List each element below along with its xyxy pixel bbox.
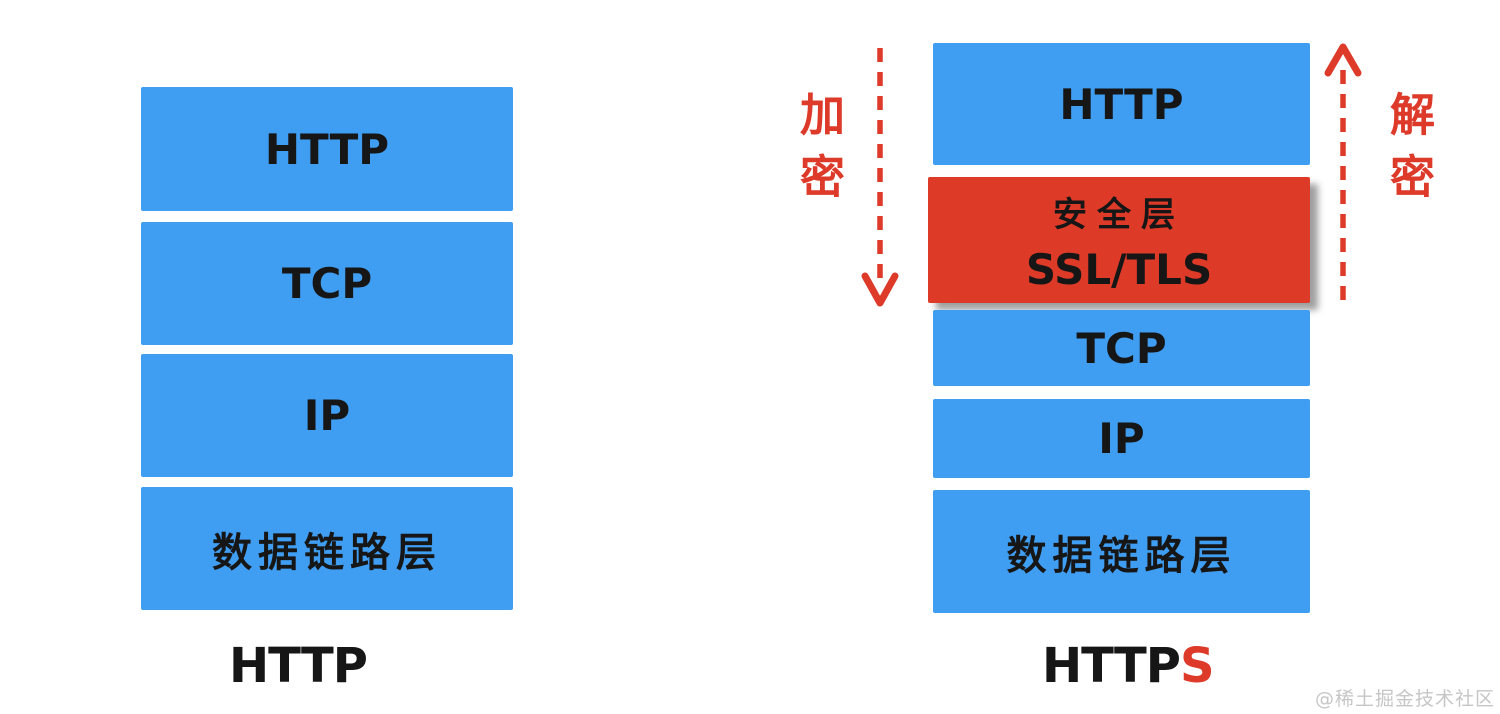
right-layer-tcp: TCP: [933, 310, 1310, 386]
left-stack-title: HTTP: [229, 638, 368, 694]
left-layer-ip: IP: [141, 354, 513, 477]
right-layer-tcp-label: TCP: [1076, 323, 1167, 373]
encrypt-label: 加密: [792, 91, 845, 215]
left-layer-tcp-label: TCP: [281, 259, 373, 308]
decrypt-label: 解密: [1382, 91, 1435, 215]
right-stack-title-s: S: [1179, 638, 1215, 694]
left-layer-datalink-label: 数据链路层: [212, 529, 442, 576]
right-layer-ip: IP: [933, 399, 1310, 478]
left-layer-ip-label: IP: [303, 391, 351, 440]
right-layer-security-ssl-tls: 安全层 SSL/TLS: [928, 177, 1310, 303]
ssl-tls-label: SSL/TLS: [1025, 244, 1213, 294]
right-layer-ip-label: IP: [1098, 414, 1145, 463]
right-layer-datalink-label: 数据链路层: [1006, 532, 1237, 579]
encrypt-down-arrow-icon: [861, 48, 899, 307]
decrypt-up-arrow-icon: [1324, 43, 1362, 306]
right-layer-http: HTTP: [933, 43, 1310, 165]
watermark: @稀土掘金技术社区: [1314, 688, 1495, 710]
right-stack-title: HTTPS: [1042, 638, 1215, 694]
left-layer-http-label: HTTP: [264, 124, 390, 174]
right-layer-datalink: 数据链路层: [933, 490, 1310, 613]
right-layer-http-label: HTTP: [1059, 79, 1184, 129]
left-layer-tcp: TCP: [141, 222, 513, 345]
security-layer-label: 安全层: [1053, 194, 1185, 235]
left-layer-http: HTTP: [141, 87, 513, 211]
left-layer-datalink: 数据链路层: [141, 487, 513, 610]
right-stack-title-http: HTTP: [1042, 638, 1181, 694]
